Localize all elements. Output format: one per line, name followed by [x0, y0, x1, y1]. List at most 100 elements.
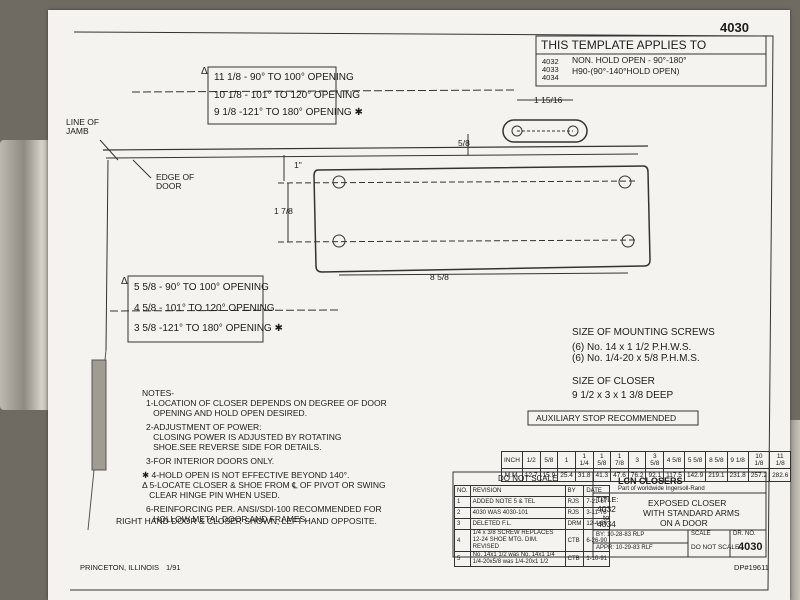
footer-location: PRINCETON, ILLINOIS [80, 563, 160, 572]
inch-cell: 5/8 [539, 451, 559, 469]
revision-cell: 1/4 x 3/8 SCREW REPLACES 12-24 SHOE MTG.… [469, 529, 566, 552]
top-opening-2: 10 1/8 - 101° TO 120° OPENING [214, 90, 361, 101]
bottom-opening-2: 4 5/8 - 101° TO 120° OPENING [134, 303, 275, 314]
revision-cell: 5 [454, 551, 471, 567]
inch-cell: INCH [501, 451, 523, 469]
revision-header-cell: BY [564, 485, 585, 497]
revision-cell: CTB [564, 529, 585, 552]
revision-cell: CTB [564, 551, 585, 567]
note-line: CLEAR HINGE PIN WHEN USED. [142, 490, 280, 500]
inch-cell: 1 7/8 [610, 451, 629, 469]
mm-cell: M.M. [501, 468, 523, 482]
note-line: 1-LOCATION OF CLOSER DEPENDS ON DEGREE O… [146, 398, 387, 408]
template-sheet: 4030 THIS TEMPLATE APPLIES TO 4032 4033 … [48, 10, 792, 600]
closer-size: 9 1/2 x 3 x 1 3/8 DEEP [572, 390, 674, 401]
revision-cell: 3 [454, 518, 471, 530]
mm-cell: 47.6 [610, 468, 629, 482]
dim-1-7-8: 1 7/8 [274, 206, 293, 216]
mm-cell: 31.8 [574, 468, 594, 482]
closer-size-title: SIZE OF CLOSER [572, 376, 655, 387]
mm-cell: 231.8 [726, 468, 749, 482]
inch-cell: 1 5/8 [592, 451, 612, 469]
inch-cell: 10 1/8 [747, 451, 771, 469]
mm-cell: 25.4 [557, 468, 576, 482]
dim-1: 1" [294, 160, 302, 170]
note-line: 2-ADJUSTMENT OF POWER: [146, 422, 262, 432]
applies-model-1: 4032 [542, 57, 559, 66]
inch-cell: 4 5/8 [663, 451, 685, 469]
dim-1-15-16: 1 15/16 [534, 95, 563, 105]
dr-no-label: DR. NO. [733, 531, 756, 537]
mm-cell: 117.5 [663, 468, 685, 482]
revision-cell: 4 [454, 529, 471, 552]
note-line: 3-FOR INTERIOR DOORS ONLY. [146, 456, 275, 466]
title-line-1: EXPOSED CLOSER [648, 498, 727, 508]
revision-cell: DRM [564, 518, 585, 530]
note-line: ✱ 4-HOLD OPEN IS NOT EFFECTIVE BEYOND 14… [142, 470, 350, 480]
by-line: BY: 10-28-83 RLP [596, 532, 645, 538]
mm-cell: 142.9 [683, 468, 707, 482]
title-range-from: 4032 [597, 504, 616, 514]
screw-1: (6) No. 14 x 1 1/2 P.H.W.S. [572, 342, 692, 353]
do-not-scale: DO NOT SCALE [498, 474, 558, 483]
revision-header-cell: REVISION [469, 485, 566, 497]
screws-title: SIZE OF MOUNTING SCREWS [572, 327, 715, 338]
mm-cell: 282.6 [769, 468, 792, 482]
brand-sub: Part of worldwide Ingersoll-Rand [618, 486, 705, 492]
line-of-jamb-label: LINE OF JAMB [66, 117, 100, 136]
footer-date: 1/91 [166, 563, 181, 572]
top-opening-3: 9 1/8 -121° TO 180° OPENING ✱ [214, 107, 363, 118]
dim-5-8: 5/8 [458, 138, 470, 148]
brand: LCN CLOSERS [618, 476, 683, 486]
revision-cell: 1-10-91 [583, 551, 611, 567]
mm-cell: 257.2 [747, 468, 771, 482]
inch-cell: 1/2 [521, 451, 541, 469]
scale-value: DO NOT SCALE [691, 544, 740, 551]
title-range-end: 4034 [597, 519, 616, 529]
top-opening-1: 11 1/8 - 90° TO 100° OPENING [214, 72, 354, 83]
appr-line: APPR: 10-29-83 RLF [596, 545, 653, 551]
revision-cell: RJS [564, 507, 585, 519]
mm-cell: 219.1 [705, 468, 728, 482]
revision-cell: 1 [454, 496, 471, 508]
bottom-opening-3: 3 5/8 -121° TO 180° OPENING ✱ [134, 323, 283, 334]
applies-model-3: 4034 [542, 73, 559, 82]
bottom-opening-1: 5 5/8 - 90° TO 100° OPENING [134, 282, 269, 293]
screw-2: (6) No. 1/4-20 x 5/8 P.H.M.S. [572, 353, 700, 364]
inch-cell: 5 5/8 [683, 451, 707, 469]
revision-cell: 2 [454, 507, 471, 519]
bottom-openings-triangle: Δ [121, 276, 128, 287]
note-line: 6-REINFORCING PER. ANSI/SDI-100 RECOMMEN… [146, 504, 382, 514]
notes-block: NOTES- 1-LOCATION OF CLOSER DEPENDS ON D… [142, 388, 387, 524]
revision-cell: 4030 WAS 4030-101 [469, 507, 566, 519]
footer-dp-number: DP#19611 [734, 563, 769, 572]
revision-cell: ADDED NOTE 5 & TEL [469, 496, 566, 508]
revision-cell: DELETED F.L. [469, 518, 566, 530]
hand-note: RIGHT HAND DOOR & CLOSER SHOWN, LEFT HAN… [116, 516, 377, 526]
note-line: HOLLOW METAL DOOR AND FRAMES. [146, 514, 308, 524]
inch-cell: 3 5/8 [645, 451, 665, 469]
title-label: TITLE: [596, 495, 619, 504]
mm-cell: 41.3 [592, 468, 612, 482]
dim-8-5-8: 8 5/8 [430, 272, 449, 282]
title-range-to: to [603, 513, 610, 522]
note-line: OPENING AND HOLD OPEN DESIRED. [146, 408, 308, 418]
inch-cell: 9 1/8 [726, 451, 749, 469]
title-line-2: WITH STANDARD ARMS [643, 508, 740, 518]
revision-header-cell: NO. [454, 485, 471, 497]
applies-model-2: 4033 [542, 65, 559, 74]
dr-no-value: 4030 [738, 541, 763, 553]
inch-cell: 1 1/4 [574, 451, 594, 469]
top-openings-triangle: Δ [201, 66, 208, 77]
inch-cell: 3 [627, 451, 647, 469]
mm-cell: 92.1 [645, 468, 665, 482]
inch-cell: 1 [557, 451, 576, 469]
